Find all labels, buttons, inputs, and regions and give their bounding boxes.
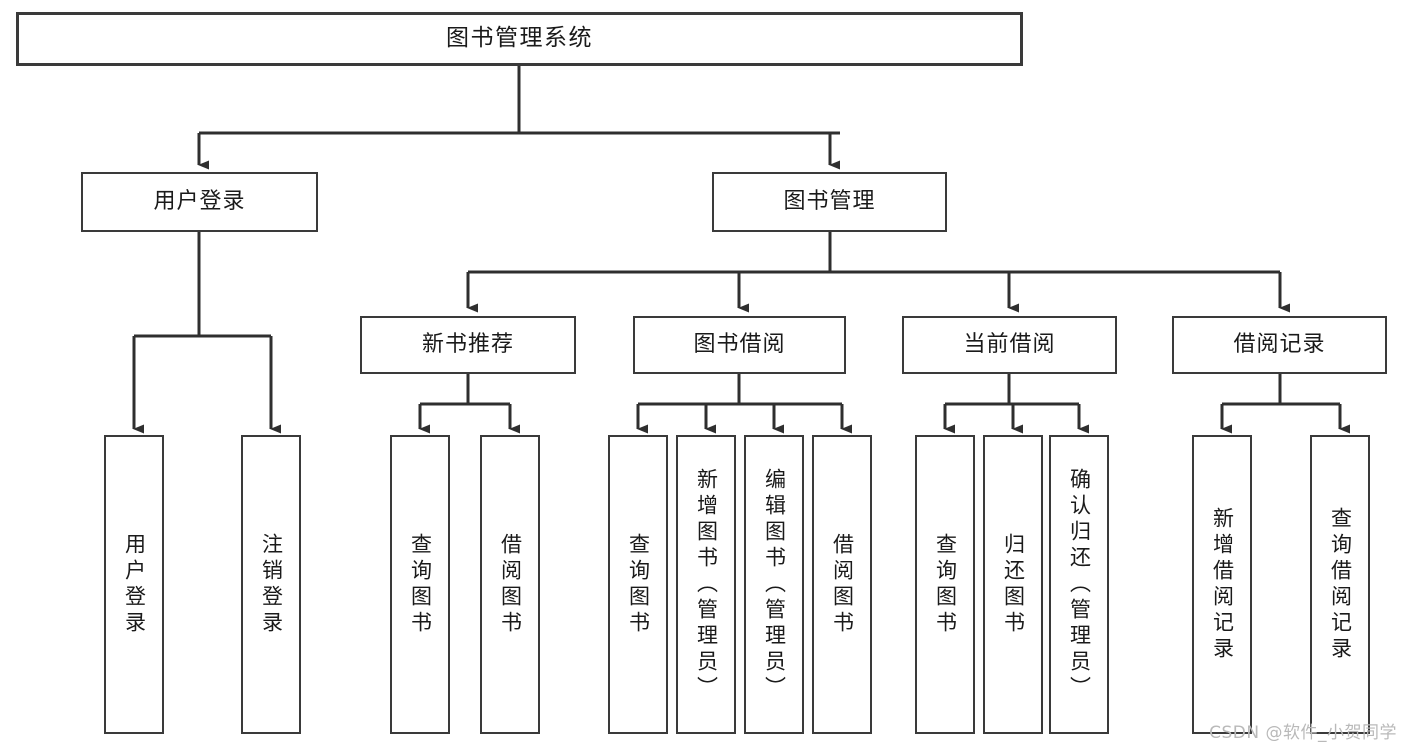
leaf-borrow-borrow-book[interactable]: 借阅图书 [812, 435, 872, 734]
leaf-label: 确认归还（管理员） [1067, 467, 1092, 702]
node-current-borrow[interactable]: 当前借阅 [902, 316, 1117, 374]
leaf-current-query-book[interactable]: 查询图书 [915, 435, 975, 734]
node-book-management-label: 图书管理 [783, 188, 876, 214]
leaf-new-book-borrow[interactable]: 借阅图书 [480, 435, 540, 734]
leaf-borrow-edit-book-admin[interactable]: 编辑图书（管理员） [744, 435, 804, 734]
leaf-label: 编辑图书（管理员） [762, 467, 787, 702]
leaf-current-return-book[interactable]: 归还图书 [983, 435, 1043, 734]
leaf-borrow-add-book-admin[interactable]: 新增图书（管理员） [676, 435, 736, 734]
node-new-book-recommend[interactable]: 新书推荐 [360, 316, 576, 374]
leaf-record-query-record[interactable]: 查询借阅记录 [1310, 435, 1370, 734]
watermark-text: CSDN @软件_小贺同学 [1209, 723, 1397, 743]
leaf-label: 新增图书（管理员） [694, 467, 719, 702]
leaf-label: 查询借阅记录 [1328, 506, 1353, 663]
leaf-current-confirm-return-admin[interactable]: 确认归还（管理员） [1049, 435, 1109, 734]
leaf-label: 用户登录 [122, 532, 147, 637]
node-user-login-label: 用户登录 [153, 188, 246, 214]
leaf-label: 借阅图书 [498, 532, 523, 637]
leaf-label: 归还图书 [1001, 532, 1026, 637]
leaf-label: 查询图书 [626, 532, 651, 637]
node-borrow-record-label: 借阅记录 [1233, 331, 1326, 357]
node-root-book-management-system[interactable]: 图书管理系统 [16, 12, 1023, 66]
leaf-label: 查询图书 [933, 532, 958, 637]
node-current-borrow-label: 当前借阅 [963, 331, 1056, 357]
leaf-user-login-login[interactable]: 用户登录 [104, 435, 164, 734]
node-user-login[interactable]: 用户登录 [81, 172, 318, 232]
leaf-label: 注销登录 [259, 532, 284, 637]
node-new-book-recommend-label: 新书推荐 [421, 331, 514, 357]
leaf-label: 查询图书 [408, 532, 433, 637]
node-book-borrow-label: 图书借阅 [693, 331, 786, 357]
leaf-label: 借阅图书 [830, 532, 855, 637]
node-borrow-record[interactable]: 借阅记录 [1172, 316, 1387, 374]
node-root-label: 图书管理系统 [446, 25, 593, 52]
node-book-borrow[interactable]: 图书借阅 [633, 316, 846, 374]
leaf-record-add-record[interactable]: 新增借阅记录 [1192, 435, 1252, 734]
leaf-borrow-query-book[interactable]: 查询图书 [608, 435, 668, 734]
leaf-new-book-query[interactable]: 查询图书 [390, 435, 450, 734]
leaf-label: 新增借阅记录 [1210, 506, 1235, 663]
node-book-management[interactable]: 图书管理 [712, 172, 947, 232]
leaf-user-login-logout[interactable]: 注销登录 [241, 435, 301, 734]
